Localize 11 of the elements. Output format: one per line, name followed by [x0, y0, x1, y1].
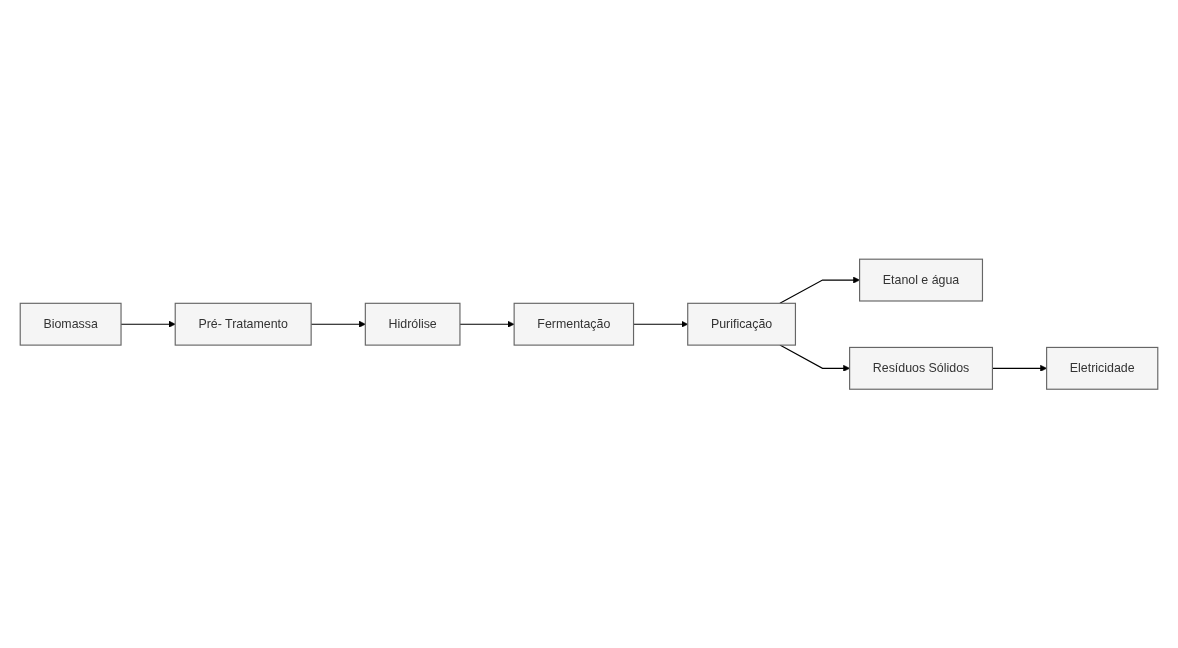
node-box: Eletricidade — [1046, 346, 1159, 390]
node-box: Biomassa — [19, 302, 122, 346]
node-box: Resíduos Sólidos — [849, 346, 994, 390]
node-box: Pré- Tratamento — [174, 302, 312, 346]
node-box: Fermentação — [513, 302, 635, 346]
arrow — [459, 320, 515, 328]
arrow — [779, 344, 850, 372]
node-box: Purificação — [687, 302, 797, 346]
arrow — [779, 276, 860, 304]
node-box: Hidrólise — [364, 302, 461, 346]
node-box: Etanol e água — [859, 258, 984, 302]
